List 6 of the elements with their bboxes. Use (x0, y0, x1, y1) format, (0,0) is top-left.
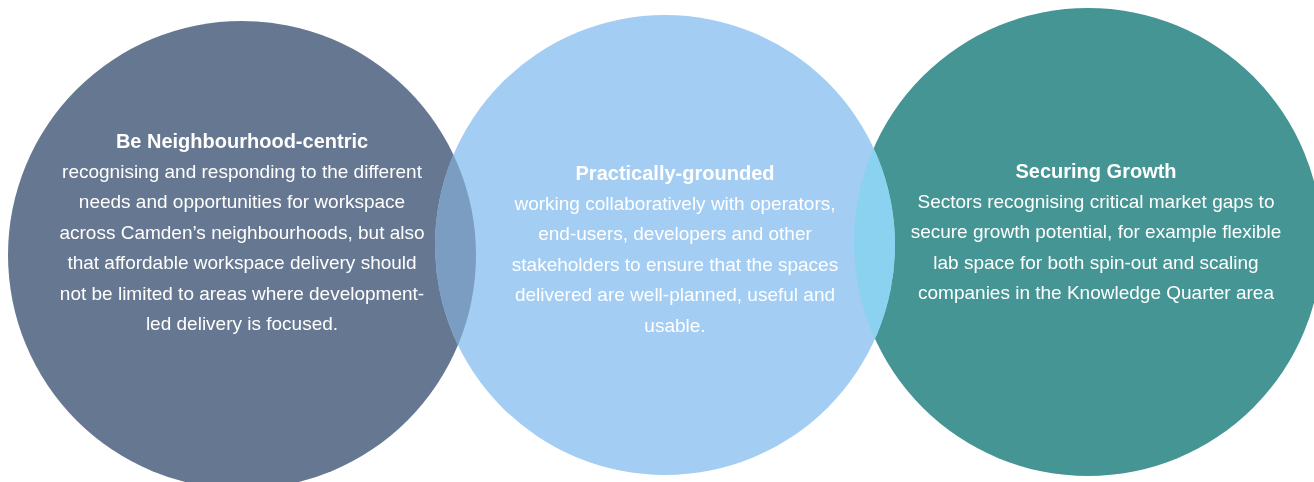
circle-description: Sectors recognising critical market gaps to secure growth potential, for example flexible lab space for both spin-out and scaling companies in the Knowledge Quarter area (909, 189, 1283, 305)
circle-heading: Be Neighbourhood-centric (115, 129, 369, 154)
circle-heading: Securing Growth (1015, 159, 1177, 184)
circle-description: recognising and responding to the different needs and opportunities for workspace across Camden’s neighbourhoods, but also that affordable workspace delivery should not be limited to areas where development-led delivery is focused. (58, 159, 426, 336)
circle-description: working collaboratively with operators, end-users, developers and other stakeholders to ensure that the spaces delivered are well-planned, useful and usable. (510, 191, 840, 338)
circle-heading: Practically-grounded (575, 161, 775, 186)
